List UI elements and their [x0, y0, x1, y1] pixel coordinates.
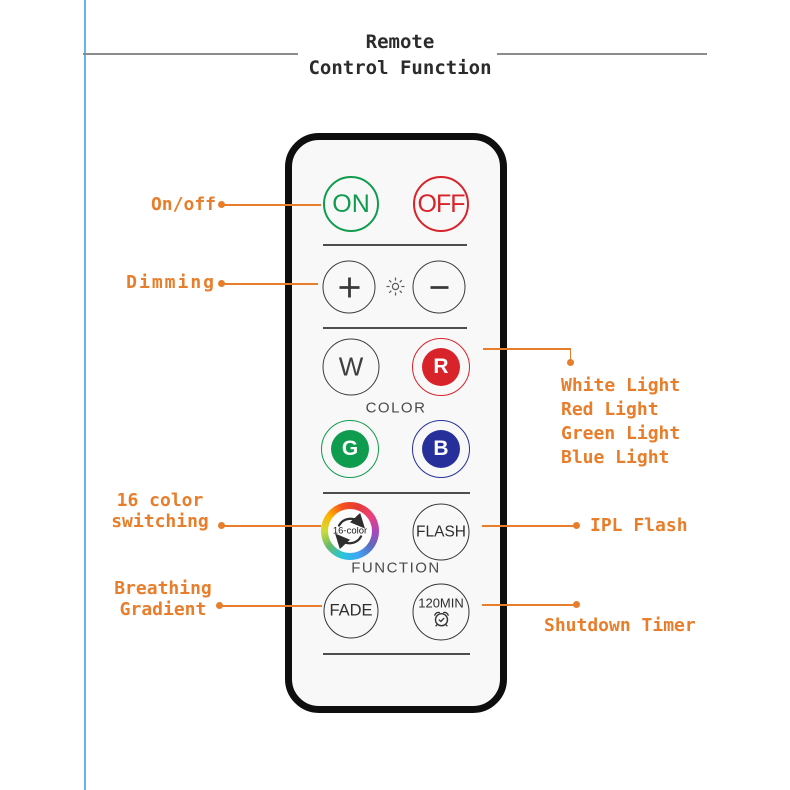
divider-2: [323, 327, 467, 329]
callout-line-lights-horizontal: [483, 348, 571, 350]
callout-dot-shutdown-timer: [573, 601, 580, 608]
cycle-arrows-icon: [335, 512, 365, 550]
callout-label-lights-line4: Blue Light: [561, 447, 670, 468]
callout-label-lights-line3: Green Light: [561, 423, 681, 444]
divider-1: [323, 244, 467, 246]
page-title: Remote Control Function: [290, 29, 510, 81]
callout-dot-color-switching: [218, 522, 225, 529]
green-button-label: G: [341, 437, 359, 460]
off-button: OFF: [413, 176, 469, 232]
callout-line-ipl-flash: [482, 525, 576, 527]
minus-icon: [430, 285, 448, 289]
callout-label-lights-line2: Red Light: [561, 399, 659, 420]
callout-dot-lights: [567, 359, 574, 366]
sixteen-color-button: 16-color: [321, 502, 379, 560]
plus-icon: [339, 277, 359, 297]
red-button: R: [412, 338, 470, 396]
callout-label-shutdown-timer: Shutdown Timer: [544, 615, 696, 636]
frame-horizontal-line-right: [497, 53, 707, 55]
white-button-label: W: [338, 351, 364, 382]
callout-line-shutdown-timer: [482, 604, 576, 606]
blue-button-label: B: [433, 437, 449, 460]
callout-label-on-off: On/off: [150, 194, 216, 215]
callout-dot-on-off: [218, 201, 225, 208]
page-title-line2: Control Function: [308, 57, 492, 79]
alarm-clock-icon: [433, 611, 449, 627]
flash-button-label: FLASH: [416, 523, 466, 540]
callout-line-dimming: [221, 283, 318, 285]
callout-dot-ipl-flash: [573, 522, 580, 529]
callout-line-color-switching: [221, 525, 321, 527]
callout-label-dimming: Dimming: [126, 272, 216, 293]
fade-button-label: FADE: [329, 601, 373, 620]
green-button-core: G: [331, 430, 369, 468]
callout-label-ipl-flash: IPL Flash: [590, 515, 688, 536]
divider-4: [323, 653, 470, 655]
on-button-label: ON: [332, 189, 370, 218]
timer-button-content: 120MIN: [418, 596, 464, 628]
callout-dot-breathing: [216, 602, 223, 609]
callout-label-color-switching: 16 color switching: [100, 490, 220, 532]
callout-label-breathing-line1: Breathing: [114, 578, 212, 599]
remote-body: [285, 133, 507, 713]
callout-label-color-switching-line2: switching: [111, 511, 209, 532]
divider-3: [323, 492, 470, 494]
callout-label-color-switching-line1: 16 color: [116, 490, 204, 511]
frame-horizontal-line-left: [83, 53, 298, 55]
flash-button: FLASH: [412, 503, 470, 561]
brightness-up-button: [322, 260, 376, 314]
callout-label-breathing-line2: Gradient: [119, 599, 207, 620]
red-button-label: R: [433, 355, 449, 378]
fade-button: FADE: [323, 583, 379, 639]
off-button-label: OFF: [417, 189, 466, 218]
timer-button: 120MIN: [412, 583, 470, 641]
on-button: ON: [323, 176, 379, 232]
timer-button-label: 120MIN: [418, 595, 464, 610]
blue-button-core: B: [422, 430, 460, 468]
color-section-label: COLOR: [365, 399, 427, 417]
callout-label-lights: White Light Red Light Green Light Blue L…: [561, 374, 680, 470]
callout-label-lights-line1: White Light: [561, 375, 681, 396]
green-button: G: [321, 420, 379, 478]
blue-button: B: [412, 420, 470, 478]
red-button-core: R: [422, 348, 460, 386]
white-button: W: [322, 338, 380, 396]
page-title-line1: Remote: [365, 31, 435, 53]
frame-vertical-line: [84, 0, 86, 790]
callout-label-breathing: Breathing Gradient: [102, 578, 224, 620]
function-section-label: FUNCTION: [351, 559, 441, 577]
callout-line-lights-vertical: [569, 348, 572, 362]
sixteen-color-label: 16-color: [332, 525, 368, 537]
callout-dot-dimming: [218, 280, 225, 287]
callout-line-breathing: [219, 605, 322, 607]
brightness-down-button: [412, 260, 466, 314]
brightness-sun-icon: [386, 277, 405, 296]
callout-line-on-off: [221, 204, 321, 206]
